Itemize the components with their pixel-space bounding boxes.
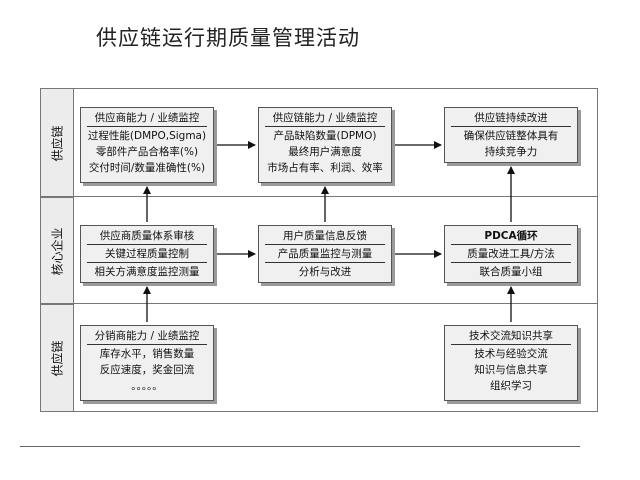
box-line: 分析与改进: [298, 266, 352, 278]
box-supply-chain-monitoring: 供应链能力 / 业绩监控 产品缺陷数量(DPMO) 最终用户满意度 市场占有率、…: [258, 107, 392, 183]
box-line: 产品质量监控与测量: [265, 246, 385, 263]
box-knowledge-sharing: 技术交流知识共享 技术与经验交流 知识与信息共享 组织学习: [444, 325, 578, 401]
box-supplier-monitoring: 供应商能力 / 业绩监控 过程性能(DMPO,Sigma) 零部件产品合格率(%…: [80, 107, 214, 183]
box-line: 交付时间/数量准确性(%): [88, 162, 206, 174]
box-line: 组织学习: [490, 380, 532, 392]
box-line: 市场占有率、利润、效率: [267, 162, 383, 174]
box-line: 零部件产品合格率(%): [95, 146, 199, 158]
box-line: 库存水平，销售数量: [99, 348, 195, 360]
box-header: 供应链持续改进: [451, 110, 571, 127]
box-pdca-cycle: PDCA循环 质量改进工具/方法 联合质量小组: [444, 225, 578, 283]
box-line: 过程性能(DMPO,Sigma): [87, 130, 207, 142]
band-divider-lower: [40, 303, 598, 304]
footer-rule: [20, 446, 580, 447]
box-line: 持续竞争力: [484, 146, 538, 158]
band-core-enterprise: 核心企业: [40, 197, 74, 305]
box-line: 反应速度，奖金回流: [99, 364, 195, 376]
box-line: 知识与信息共享: [474, 364, 548, 376]
band-divider-upper: [40, 196, 598, 197]
box-line: 产品缺陷数量(DPMO): [273, 130, 377, 142]
box-header: 分销商能力 / 业绩监控: [87, 328, 207, 345]
diagram-title: 供应链运行期质量管理活动: [96, 26, 360, 50]
box-continuous-improvement: 供应链持续改进 确保供应链整体具有 持续竞争力: [444, 107, 578, 163]
box-line: 相关方满意度监控测量: [94, 266, 200, 278]
box-line: 技术与经验交流: [474, 348, 548, 360]
box-line: 确保供应链整体具有: [463, 130, 559, 142]
box-line: 。。。。。: [131, 380, 163, 392]
box-header: 技术交流知识共享: [451, 328, 571, 345]
box-line: 联合质量小组: [479, 266, 543, 278]
box-distributor-monitoring: 分销商能力 / 业绩监控 库存水平，销售数量 反应速度，奖金回流 。。。。。: [80, 325, 214, 401]
box-line: 最终用户满意度: [288, 146, 362, 158]
box-line: 供应商质量体系审核: [87, 228, 207, 245]
box-user-quality-feedback: 用户质量信息反馈 产品质量监控与测量 分析与改进: [258, 225, 392, 283]
box-header: 供应商能力 / 业绩监控: [87, 110, 207, 127]
box-line: 质量改进工具/方法: [451, 246, 571, 263]
band-supply-chain-bottom: 供应链: [40, 304, 74, 412]
box-header: 供应链能力 / 业绩监控: [265, 110, 385, 127]
box-line: 用户质量信息反馈: [265, 228, 385, 245]
box-line: PDCA循环: [451, 228, 571, 245]
box-line: 关键过程质量控制: [87, 246, 207, 263]
box-supplier-quality-audit: 供应商质量体系审核 关键过程质量控制 相关方满意度监控测量: [80, 225, 214, 283]
